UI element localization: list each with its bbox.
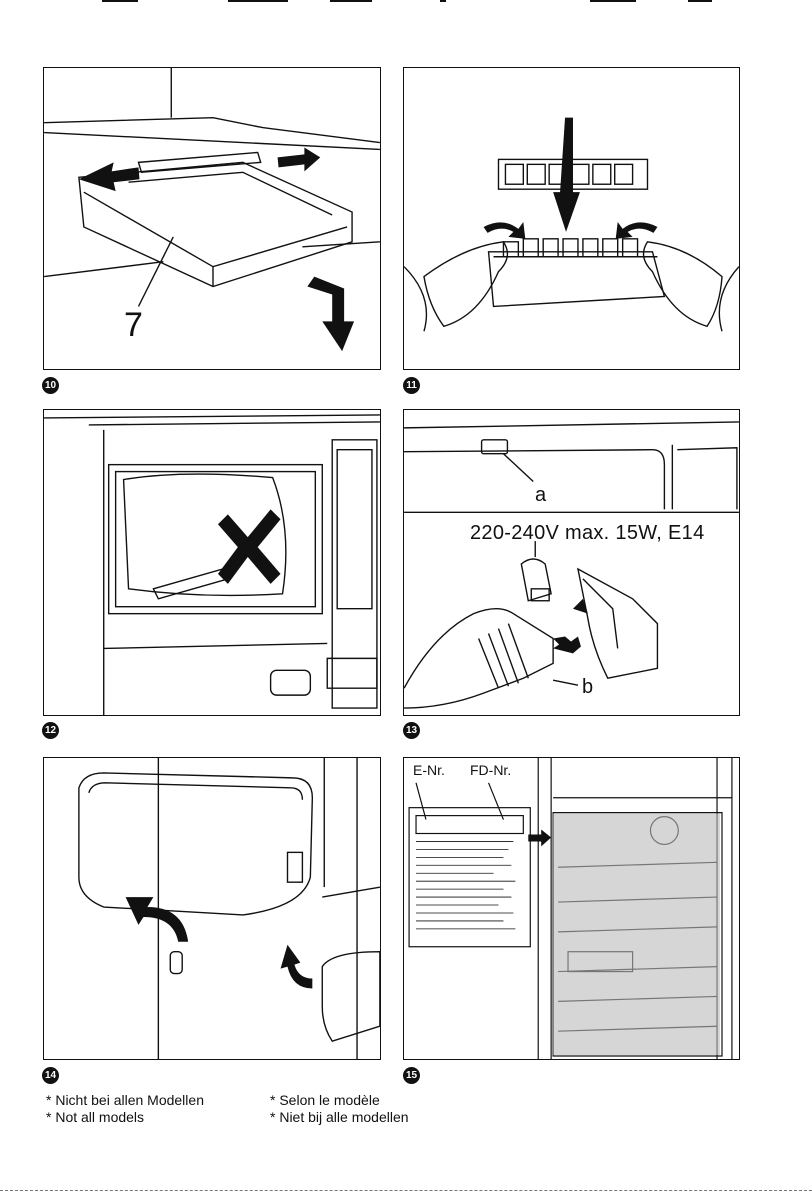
- arrow-right-icon: [528, 830, 551, 847]
- figure-number-15: 15: [403, 1067, 420, 1084]
- callout-a: a: [535, 484, 546, 507]
- figure-14-panel: [43, 757, 381, 1060]
- top-rule-1: [102, 0, 138, 2]
- prohibited-cross-icon: [218, 509, 281, 584]
- figure-12-panel: [43, 409, 381, 716]
- bottom-rule: [0, 1190, 812, 1192]
- figure-number-11: 11: [403, 377, 420, 394]
- figure-number-13: 13: [403, 722, 420, 739]
- arrow-down-icon: [307, 277, 354, 352]
- curved-arrow-up-icon-small: [281, 945, 313, 989]
- top-rule-5: [590, 0, 636, 2]
- curved-arrow-up-icon: [126, 897, 189, 942]
- callout-7: 7: [124, 306, 143, 345]
- figure-15-panel: E-Nr. FD-Nr.: [403, 757, 740, 1060]
- fd-nr-label: FD-Nr.: [470, 762, 511, 778]
- footnote-de: * Nicht bei allen Modellen: [46, 1092, 204, 1109]
- arrow-right-icon: [278, 147, 321, 171]
- arrow-down-icon: [553, 118, 580, 232]
- arrow-left-icon: [553, 637, 581, 654]
- top-rule-4: [440, 0, 446, 2]
- lamp-spec-label: 220-240V max. 15W, E14: [470, 522, 705, 545]
- figure-number-14: 14: [42, 1067, 59, 1084]
- drawer-removal-illustration: [44, 68, 380, 369]
- top-rule-3: [330, 0, 372, 2]
- callout-b: b: [582, 676, 593, 699]
- footnote-nl: * Niet bij alle modellen: [270, 1109, 409, 1126]
- top-rule-6: [688, 0, 712, 2]
- door-bin-removal-illustration: [44, 758, 380, 1059]
- figure-11-panel: [403, 67, 740, 370]
- figure-number-10: 10: [42, 377, 59, 394]
- top-rule-2: [228, 0, 288, 2]
- curved-arrow-right-icon: [616, 222, 658, 239]
- arrow-left-icon: [79, 162, 140, 191]
- figure-number-12: 12: [42, 722, 59, 739]
- footnote-en: * Not all models: [46, 1109, 144, 1126]
- defrost-no-knife-illustration: [44, 410, 380, 715]
- rating-plate-illustration: [404, 758, 739, 1059]
- bulb-replacement-illustration: [404, 410, 739, 715]
- e-nr-label: E-Nr.: [413, 762, 445, 778]
- footnote-fr: * Selon le modèle: [270, 1092, 380, 1109]
- figure-13-panel: a 220-240V max. 15W, E14 b: [403, 409, 740, 716]
- ice-tray-illustration: [404, 68, 739, 369]
- figure-10-panel: 7: [43, 67, 381, 370]
- curved-arrow-left-icon: [484, 222, 526, 239]
